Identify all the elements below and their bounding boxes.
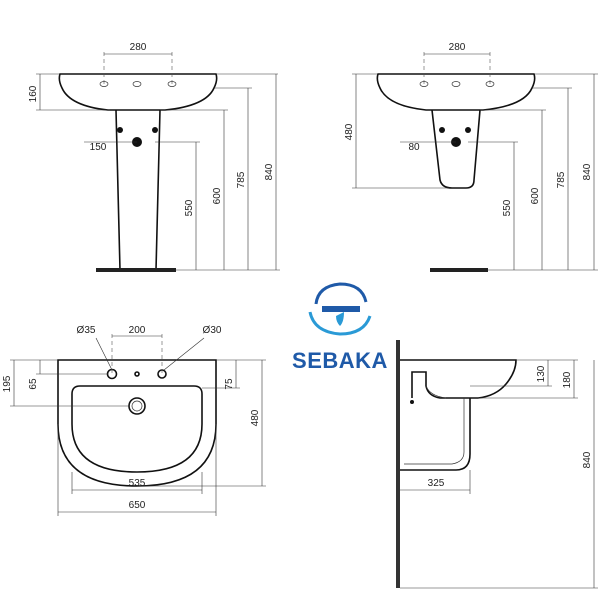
basin-outline [376, 73, 536, 111]
dim-130: 130 [536, 365, 547, 382]
dim-650: 650 [129, 500, 146, 511]
dim-d30: Ø30 [203, 325, 222, 336]
dim-200: 200 [129, 325, 146, 336]
dim-600: 600 [212, 187, 223, 204]
dim-75: 75 [224, 378, 235, 390]
semipedestal-front-view: 280 480 80 550 600 785 840 [344, 42, 598, 272]
dim-840: 840 [582, 163, 593, 180]
dim-80: 80 [408, 142, 420, 153]
faucet-drop-s-logo [308, 282, 372, 336]
dim-195: 195 [2, 375, 13, 392]
side-view: 130 180 840 325 [396, 340, 598, 589]
floor-line [430, 268, 488, 272]
dim-840: 840 [264, 163, 275, 180]
dim-785: 785 [236, 171, 247, 188]
fixing-hole-right [465, 127, 471, 133]
fixing-hole-left [439, 127, 445, 133]
center-tap-hole [451, 81, 461, 87]
pedestal-front-view: 280 160 150 550 600 785 840 [28, 42, 280, 272]
basin-outline [58, 73, 218, 111]
overflow-hole [134, 371, 140, 377]
pedestal-column [115, 109, 161, 271]
basin-rim [57, 359, 217, 487]
dim-280: 280 [449, 42, 466, 53]
semi-pedestal-profile [400, 398, 471, 471]
sebaka-logo: SEBAKA [292, 282, 388, 373]
dim-785: 785 [556, 171, 567, 188]
basin-profile [400, 359, 517, 399]
dim-550: 550 [184, 199, 195, 216]
dim-840: 840 [582, 451, 593, 468]
dim-550: 550 [502, 199, 513, 216]
dim-480: 480 [344, 123, 355, 140]
dim-480: 480 [250, 409, 261, 426]
dim-65: 65 [28, 378, 39, 390]
dim-535: 535 [129, 478, 146, 489]
fixing-point [410, 400, 414, 404]
dim-325: 325 [428, 478, 445, 489]
drain-hole [128, 397, 146, 415]
center-tap-hole [132, 81, 142, 87]
drain-inner [131, 400, 143, 412]
fixing-hole-left [117, 127, 123, 133]
floor-line [96, 268, 176, 272]
basin-bowl [71, 385, 203, 473]
brand-name: SEBAKA [292, 348, 388, 373]
fixing-hole-right [152, 127, 158, 133]
top-view: Ø35 200 Ø30 195 65 75 480 535 650 [2, 325, 266, 516]
dim-160: 160 [28, 85, 39, 102]
dim-150: 150 [90, 142, 107, 153]
dim-600: 600 [530, 187, 541, 204]
wall [396, 340, 400, 588]
semi-pedestal [431, 109, 481, 189]
dim-180: 180 [562, 371, 573, 388]
dim-d35: Ø35 [77, 325, 96, 336]
dim-280: 280 [130, 42, 147, 53]
